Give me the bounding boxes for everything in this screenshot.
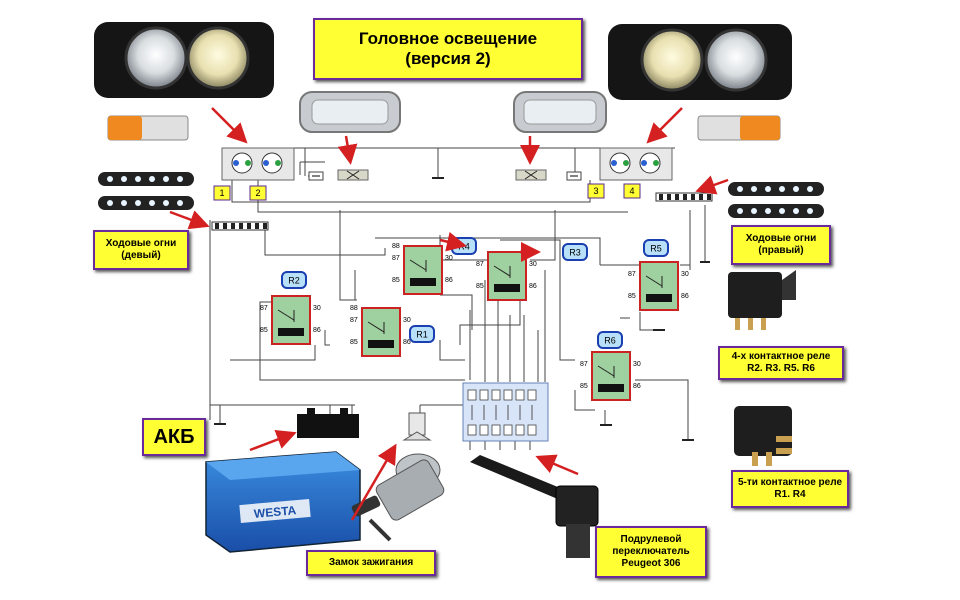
relay-tag-r6: R6 [597,331,623,349]
pin-87-label: 87 [260,305,268,312]
turn-symbol-left [308,171,324,181]
relay-tag-text: R5 [650,244,662,254]
pin-30-label: 30 [403,317,411,324]
relay-r2: 87 30 85 86 R2 [260,271,321,345]
headlight-left-image [94,22,274,98]
relay-5pin-image [734,406,792,466]
turn-signal-left-image [107,115,189,141]
relay-4pin-label: 4-х контактное реле R2. R3. R5. R6 [718,346,844,380]
steering-switch-label: Подрулевой переключатель Peugeot 306 [595,526,707,578]
relay-tag-text: R6 [604,336,616,346]
lamp-tag-4: 4 [623,183,641,199]
fog-symbol-left [337,169,369,181]
headlight-symbol-right [599,147,673,181]
drl-right-image [728,182,824,218]
running-lights-right-label: Ходовые огни (правый) [731,225,831,265]
pin-30-label: 30 [681,271,689,278]
drl-connector-right [655,192,713,202]
pin-85-label: 85 [628,293,636,300]
ground-symbols [214,177,710,441]
pin-85-label: 85 [392,277,400,284]
pin-86-label: 86 [529,283,537,290]
ignition-lock-image [351,453,445,542]
lamp-tag-2-text: 2 [255,188,260,198]
pin-85-label: 85 [580,383,588,390]
fog-lamp-left-image [299,91,401,133]
steering-stalk-image [470,455,599,558]
pin-30-label: 30 [445,255,453,262]
relay-tag-text: R2 [288,276,300,286]
relay-4pin-image [728,270,796,330]
headlight-symbol-left [221,147,295,181]
pin-87-label: 87 [476,261,484,268]
pointer-arrows [169,107,729,521]
turn-symbol-right [566,171,582,181]
relay-r3: 87 30 85 86 R3 [476,243,588,301]
ignition-lock-label: Замок зажигания [306,550,436,576]
pin-86-label: 86 [403,339,411,346]
battery-image: WESTA [205,451,361,553]
fog-symbol-right [515,169,547,181]
pin-87-label: 87 [628,271,636,278]
headlight-right-image [608,24,792,100]
lamp-tag-1-text: 1 [219,188,224,198]
lamp-tag-4-text: 4 [629,186,634,196]
lamp-tag-3: 3 [587,183,605,199]
pin-85-label: 85 [476,283,484,290]
ignition-switch-symbol [402,412,432,441]
pin-88-label: 88 [392,243,400,250]
drl-connector-left [211,221,269,231]
relay-r5: 87 30 85 86 R5 [628,239,689,311]
pin-87-label: 87 [350,317,358,324]
relay-tag-text: R1 [416,330,428,340]
relay-r4: 87 30 85 86 88 R4 [392,237,477,295]
running-lights-left-label: Ходовые огни (девый) [93,230,189,270]
pin-85-label: 85 [260,327,268,334]
pin-86-label: 86 [313,327,321,334]
pin-88-label: 88 [350,305,358,312]
pin-86-label: 86 [445,277,453,284]
relay-tag-r1: R1 [409,325,435,343]
pin-86-label: 86 [633,383,641,390]
battery-label: АКБ [142,418,206,456]
relay-tag-r4: R4 [451,237,477,255]
pin-30-label: 30 [633,361,641,368]
relay-5pin-label: 5-ти контактное реле R1. R4 [731,470,849,508]
pin-87-label: 87 [580,361,588,368]
pin-30-label: 30 [313,305,321,312]
battery-brand: WESTA [253,503,297,521]
lamp-tag-2: 2 [249,185,267,201]
drl-left-image [98,172,194,210]
relay-tag-r2: R2 [281,271,307,289]
pin-30-label: 30 [529,261,537,268]
diagram-title: Головное освещение (версия 2) [313,18,583,80]
relay-r6: 87 30 85 86 R6 [580,331,641,401]
relay-tag-r5: R5 [643,239,669,257]
pin-86-label: 86 [681,293,689,300]
lamp-number-tags: 1 2 3 4 [213,183,641,201]
fog-lamp-right-image [513,91,607,133]
relay-tag-text: R4 [458,242,470,252]
lamp-tag-3-text: 3 [593,186,598,196]
battery-symbol [297,408,359,438]
pin-87-label: 87 [392,255,400,262]
pin-85-label: 85 [350,339,358,346]
relay-tag-r3: R3 [562,243,588,261]
switch-connector-block [462,382,549,442]
relay-tag-text: R3 [569,248,581,258]
turn-signal-right-image [697,115,781,141]
lamp-tag-1: 1 [213,185,231,201]
